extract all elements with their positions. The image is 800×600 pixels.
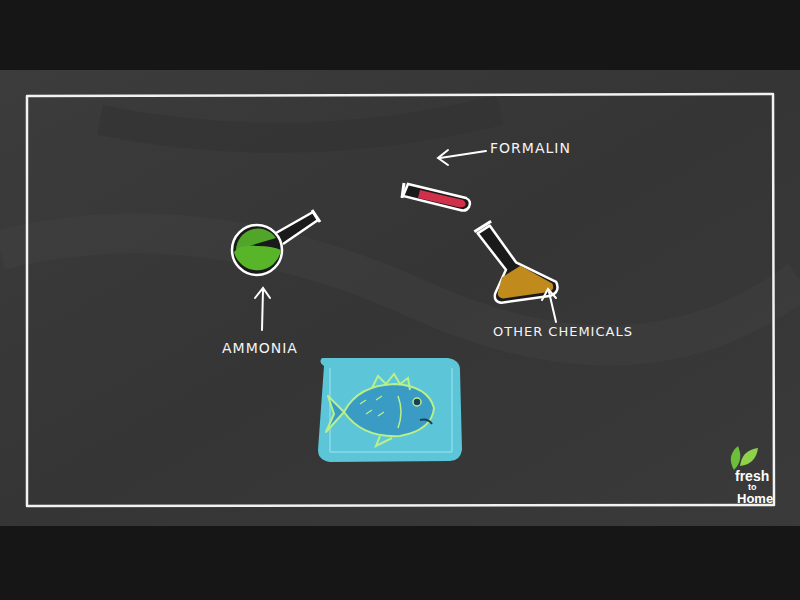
callout-label: FORMALIN <box>490 141 571 156</box>
chalk-border <box>27 94 774 506</box>
logo-text: to <box>748 483 757 492</box>
chalk-smudge <box>100 110 500 138</box>
logo-leaves <box>731 446 758 470</box>
leader-arrow <box>542 289 556 322</box>
bottom-bar <box>0 526 800 600</box>
leader-arrow <box>255 288 270 330</box>
logo-text: Home <box>737 492 773 505</box>
test-tube <box>402 183 470 211</box>
logo-text: fresh <box>735 469 769 483</box>
callout-label: OTHER CHEMICALS <box>493 325 633 339</box>
callout-label: AMMONIA <box>222 341 298 356</box>
fish-in-ice <box>318 358 462 462</box>
top-bar <box>0 0 800 70</box>
leader-arrow <box>438 150 486 165</box>
chalk-smudge <box>0 233 800 345</box>
chalkboard <box>0 70 800 526</box>
round-flask <box>232 210 320 275</box>
